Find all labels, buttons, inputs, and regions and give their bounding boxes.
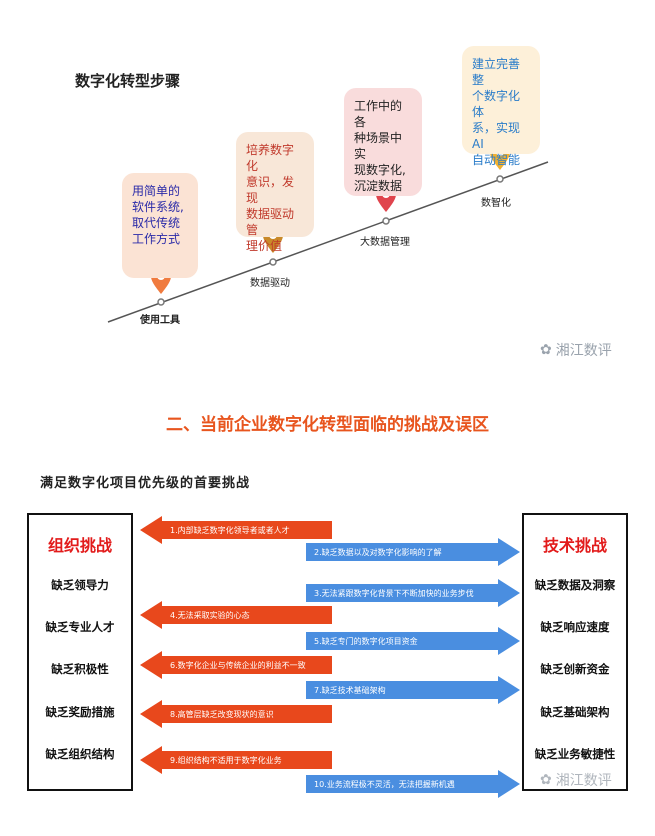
step-label-4: 数智化: [481, 198, 511, 209]
org-item: 缺乏组织结构: [45, 747, 115, 761]
timeline-dot-2: [269, 258, 277, 266]
timeline-dot-4: [496, 175, 504, 183]
tech-challenge-title: 技术挑战: [542, 536, 607, 555]
timeline-dot-1: [157, 298, 165, 306]
challenge-arrow-4: 4.无法采取实验的心态: [140, 601, 332, 629]
steps-title: 数字化转型步骤: [75, 72, 181, 90]
challenge-arrow-8: 8.高管层缺乏改变现状的意识: [140, 700, 332, 728]
watermark-bottom: ✿ 湘江数评: [540, 772, 612, 789]
wechat-icon: ✿: [540, 342, 552, 358]
challenge-arrow-1: 1.内部缺乏数字化领导者或者人才: [140, 516, 332, 544]
step-label-1: 使用工具: [140, 315, 180, 326]
challenge-arrow-9: 9.组织结构不适用于数字化业务: [140, 746, 332, 774]
step-card-2: 培养数字化意识，发现 数据驱动管理价值: [236, 132, 314, 253]
org-item: 缺乏积极性: [51, 662, 109, 676]
challenge-arrow-3: 3.无法紧跟数字化背景下不断加快的业务步伐: [306, 579, 520, 607]
challenge-arrow-6: 6.数字化企业与传统企业的利益不一致: [140, 651, 332, 679]
wechat-icon: ✿: [540, 772, 552, 788]
step-label-3: 大数据管理: [360, 237, 410, 248]
tech-item: 缺乏创新资金: [540, 662, 610, 676]
tech-item: 缺乏基础架构: [540, 705, 610, 719]
challenge-title: 满足数字化项目优先级的首要挑战: [40, 476, 251, 491]
org-item: 缺乏专业人才: [45, 620, 115, 634]
challenge-arrow-7: 7.缺乏技术基础架构: [306, 676, 520, 704]
org-item: 缺乏领导力: [51, 578, 109, 592]
org-challenge-box: 组织挑战 缺乏领导力 缺乏专业人才 缺乏积极性 缺乏奖励措施 缺乏组织结构: [27, 513, 133, 791]
timeline-dot-3: [382, 217, 390, 225]
challenge-arrow-10: 10.业务流程极不灵活，无法把握新机遇: [306, 770, 520, 798]
tech-item: 缺乏数据及洞察: [534, 578, 616, 592]
challenge-arrow-2: 2.缺乏数据以及对数字化影响的了解: [306, 538, 520, 566]
timeline-line: [107, 161, 549, 323]
tech-challenge-box: 技术挑战 缺乏数据及洞察 缺乏响应速度 缺乏创新资金 缺乏基础架构 缺乏业务敏捷…: [522, 513, 628, 791]
step-label-2: 数据驱动: [250, 278, 290, 289]
step-card-3: 工作中的各种场景中实 现数字化,沉淀数据: [344, 88, 422, 196]
step-card-1: 用简单的软件系统, 取代传统工作方式: [122, 173, 198, 278]
steps-timeline: [107, 142, 549, 323]
org-challenge-title: 组织挑战: [47, 536, 112, 555]
tech-item: 缺乏业务敏捷性: [534, 747, 616, 761]
challenge-arrow-5: 5.缺乏专门的数字化项目资金: [306, 627, 520, 655]
watermark: ✿ 湘江数评: [540, 342, 612, 359]
tech-item: 缺乏响应速度: [540, 620, 610, 634]
section-title: 二、当前企业数字化转型面临的挑战及误区: [166, 415, 489, 435]
org-item: 缺乏奖励措施: [45, 705, 115, 719]
